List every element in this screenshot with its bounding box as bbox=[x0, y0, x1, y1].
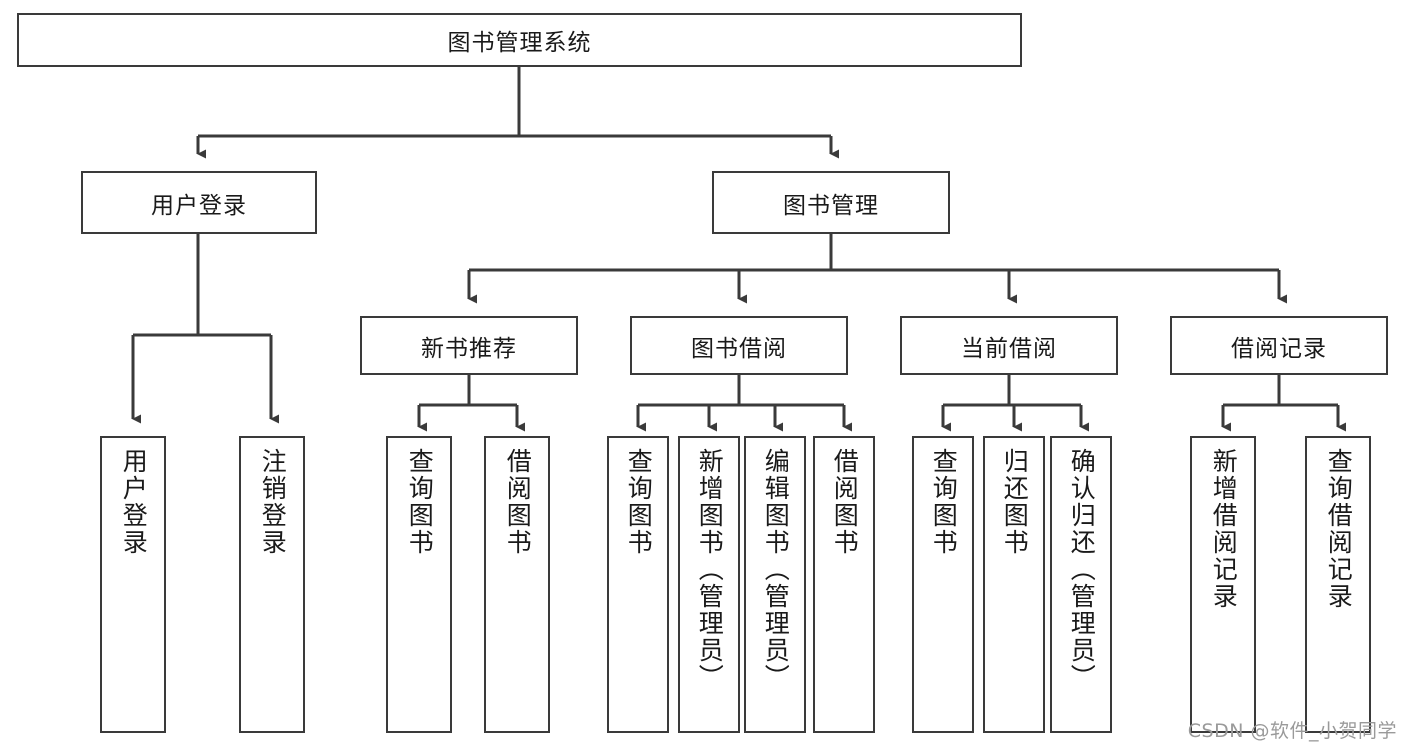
leaf-user-logout-label: 注销登录 bbox=[258, 448, 288, 556]
leaf-add-book-admin-label: 新增图书（管理员） bbox=[695, 448, 725, 691]
leaf-user-login[interactable]: 用户登录 bbox=[100, 436, 166, 733]
leaf-query-book-cur[interactable]: 查询图书 bbox=[912, 436, 974, 733]
leaf-return-book-label: 归还图书 bbox=[1000, 448, 1030, 556]
watermark-text: CSDN @软件_小贺同学 bbox=[1187, 720, 1397, 742]
node-borrow-record[interactable]: 借阅记录 bbox=[1170, 316, 1388, 375]
leaf-query-book-borrow[interactable]: 查询图书 bbox=[607, 436, 669, 733]
leaf-query-book-cur-label: 查询图书 bbox=[929, 448, 959, 556]
leaf-add-borrow-record-label: 新增借阅记录 bbox=[1209, 448, 1239, 610]
node-root[interactable]: 图书管理系统 bbox=[17, 13, 1022, 67]
leaf-return-book[interactable]: 归还图书 bbox=[983, 436, 1045, 733]
leaf-add-book-admin[interactable]: 新增图书（管理员） bbox=[678, 436, 740, 733]
leaf-query-borrow-record[interactable]: 查询借阅记录 bbox=[1305, 436, 1371, 733]
leaf-query-book-rec[interactable]: 查询图书 bbox=[386, 436, 452, 733]
leaf-user-login-label: 用户登录 bbox=[119, 448, 149, 556]
leaf-confirm-return-admin[interactable]: 确认归还（管理员） bbox=[1050, 436, 1112, 733]
leaf-user-logout[interactable]: 注销登录 bbox=[239, 436, 305, 733]
leaf-borrow-book-label: 借阅图书 bbox=[830, 448, 860, 556]
leaf-borrow-book-rec[interactable]: 借阅图书 bbox=[484, 436, 550, 733]
leaf-confirm-return-admin-label: 确认归还（管理员） bbox=[1067, 448, 1097, 691]
node-user-login-label: 用户登录 bbox=[151, 192, 247, 219]
leaf-query-book-rec-label: 查询图书 bbox=[405, 448, 435, 556]
node-user-login[interactable]: 用户登录 bbox=[81, 171, 317, 234]
leaf-edit-book-admin-label: 编辑图书（管理员） bbox=[761, 448, 791, 691]
leaf-edit-book-admin[interactable]: 编辑图书（管理员） bbox=[744, 436, 806, 733]
leaf-borrow-book-rec-label: 借阅图书 bbox=[503, 448, 533, 556]
node-book-borrow-label: 图书借阅 bbox=[691, 335, 787, 362]
node-book-manage-label: 图书管理 bbox=[783, 192, 879, 219]
leaf-query-book-borrow-label: 查询图书 bbox=[624, 448, 654, 556]
node-root-label: 图书管理系统 bbox=[447, 30, 592, 56]
node-current-borrow-label: 当前借阅 bbox=[961, 335, 1057, 362]
leaf-query-borrow-record-label: 查询借阅记录 bbox=[1324, 448, 1354, 610]
node-book-manage[interactable]: 图书管理 bbox=[712, 171, 950, 234]
leaf-add-borrow-record[interactable]: 新增借阅记录 bbox=[1190, 436, 1256, 733]
node-current-borrow[interactable]: 当前借阅 bbox=[900, 316, 1118, 375]
node-new-book-recommend-label: 新书推荐 bbox=[421, 335, 517, 362]
node-new-book-recommend[interactable]: 新书推荐 bbox=[360, 316, 578, 375]
node-book-borrow[interactable]: 图书借阅 bbox=[630, 316, 848, 375]
node-borrow-record-label: 借阅记录 bbox=[1231, 335, 1327, 362]
leaf-borrow-book[interactable]: 借阅图书 bbox=[813, 436, 875, 733]
